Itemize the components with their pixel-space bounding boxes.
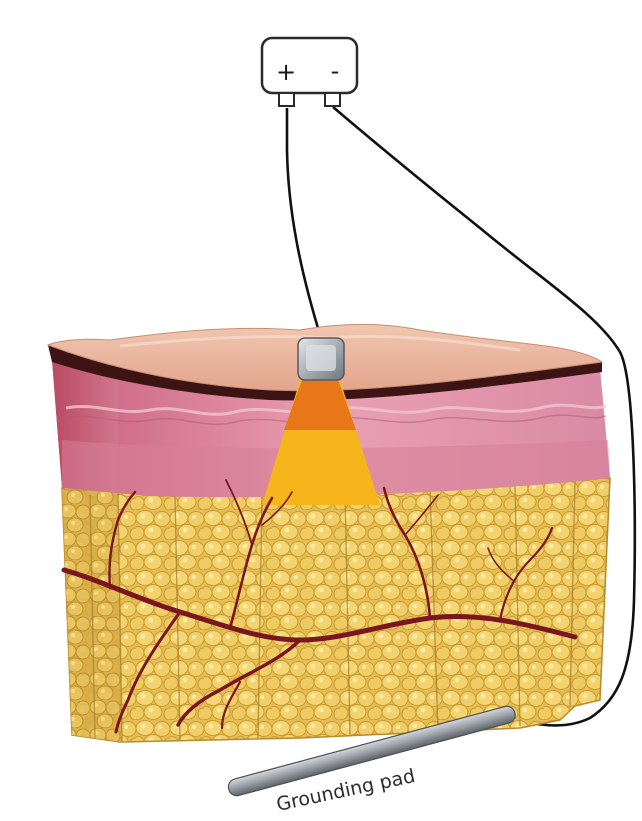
positive-wire (287, 108, 321, 338)
positive-terminal (279, 93, 294, 106)
negative-label: - (331, 57, 340, 85)
active-electrode (298, 338, 344, 380)
power-source: + - (262, 38, 357, 106)
fat-layer (62, 478, 610, 742)
negative-terminal (325, 93, 340, 106)
positive-label: + (276, 58, 296, 86)
